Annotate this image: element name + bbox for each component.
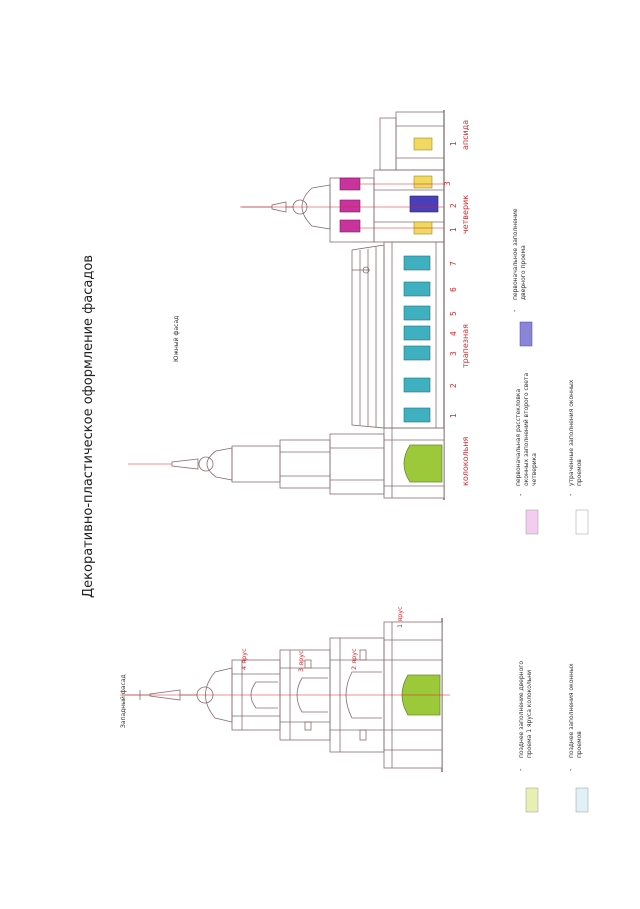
tier-label-2: 2 ярус	[350, 648, 358, 670]
legend-text-late-window-2: проемов	[576, 731, 583, 758]
west-facade	[120, 618, 450, 772]
legend-dash-orig-door: -	[511, 309, 519, 312]
chetverik-upper-window-2	[339, 199, 361, 213]
label-apse: апсида	[461, 120, 470, 150]
south-facade-caption: Южный фасад	[173, 316, 180, 362]
refectory-window-3	[403, 345, 431, 361]
refectory-number-5: 5	[449, 311, 458, 316]
refectory-window-numbers: 1 2 3 4 5 6 7	[449, 261, 458, 418]
legend-text-orig-paint-2: оконных заполнений второго света	[523, 373, 530, 486]
refectory-window-1	[403, 407, 431, 423]
refectory-window-4	[403, 325, 431, 341]
sheet-title: Декоративно-пластическое оформление фаса…	[81, 255, 96, 598]
refectory-number-2: 2	[449, 383, 458, 388]
chetverik-number-2: 2	[449, 203, 458, 208]
tier-label-4: 4 ярус	[240, 648, 248, 670]
refectory-number-1: 1	[449, 413, 458, 418]
south-facade	[128, 110, 445, 500]
south-facade-axes	[240, 183, 444, 229]
legend-dash-late-door: -	[517, 768, 525, 771]
apse-window-1	[413, 137, 433, 151]
legend-swatch-late-door	[525, 787, 539, 813]
legend-text-late-door-2: проема 1 яруса колокольни	[526, 670, 533, 758]
refectory-number-4: 4	[449, 331, 458, 336]
west-facade-caption: Западный фасад	[120, 674, 127, 728]
legend-dash-lost-window: -	[567, 493, 575, 496]
chetverik-number-3: 3	[443, 181, 452, 186]
refectory-windows	[403, 255, 431, 423]
legend-text-orig-door-1: первоначальное заполнение	[512, 208, 519, 300]
chetverik-upper-window-1	[339, 219, 361, 233]
refectory-number-7: 7	[449, 261, 458, 266]
legend-dash-late-window: -	[567, 768, 575, 771]
label-bell-tower: колокольня	[461, 436, 470, 486]
chetverik-number-1: 1	[449, 227, 458, 232]
legend-swatch-late-window	[575, 787, 589, 813]
tier-label-1: 1 ярус	[396, 606, 404, 628]
chetverik-upper-windows	[339, 177, 361, 233]
chetverik-numbers: 1 2 3	[443, 181, 458, 232]
tier-label-3: 3 ярус	[297, 650, 305, 672]
legend-swatch-orig-door	[519, 321, 533, 347]
apse-number-1: 1	[449, 141, 458, 146]
legend-swatch-orig-paint	[525, 509, 539, 535]
chetverik-lower-openings	[409, 175, 439, 235]
label-chetverik: четверик	[461, 195, 470, 234]
refectory-window-2	[403, 377, 431, 393]
legend-swatch-lost-window	[575, 509, 589, 535]
chetverik-window-3	[413, 175, 433, 189]
legend-text-late-door-1: позднее заполнение дверного	[518, 661, 525, 758]
legend-text-orig-paint-3: четверика	[531, 453, 538, 486]
refectory-window-7	[403, 255, 431, 271]
chetverik-door-2	[409, 195, 439, 213]
legend-dash-orig-paint: -	[517, 493, 525, 496]
legend-text-lost-window-1: утраченные заполнения оконных	[568, 379, 575, 486]
legend-text-late-window-1: позднее заполнения оконных	[568, 663, 575, 758]
label-refectory: трапезная	[461, 324, 470, 368]
refectory-number-3: 3	[449, 351, 458, 356]
legend: - позднее заполнение дверного проема 1 я…	[511, 208, 589, 813]
refectory-number-6: 6	[449, 287, 458, 292]
legend-text-lost-window-2: проемов	[576, 459, 583, 486]
legend-text-orig-paint-1: первоначальная расстекловка	[515, 389, 522, 486]
refectory-window-6	[403, 281, 431, 297]
refectory-window-5	[403, 305, 431, 321]
legend-text-orig-door-2: дверного проема	[520, 245, 527, 300]
